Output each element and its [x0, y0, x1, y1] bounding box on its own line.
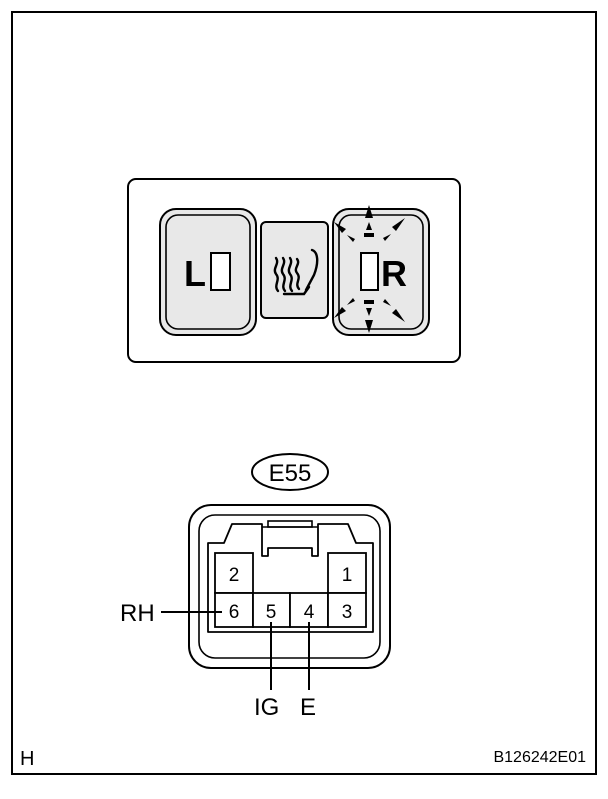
connector-id: E55 [269, 460, 312, 487]
left-seat-button: L [159, 208, 257, 336]
pin-number: 5 [266, 602, 277, 623]
seat-heater-switch-panel: L R [127, 178, 461, 363]
pin-number: 3 [342, 602, 353, 623]
pin-numbers: 2 1 6 5 4 3 [229, 565, 353, 623]
right-label: R [381, 253, 407, 294]
pin-cell-3 [327, 592, 367, 628]
e-label: E [300, 694, 316, 721]
terminal-labels: RH IG E [120, 600, 316, 721]
connector-id-oval [251, 453, 329, 491]
connector-housing-inner [198, 514, 381, 659]
pin-cell-2 [214, 552, 254, 594]
pin-number: 1 [342, 565, 353, 586]
pin-cell-6 [214, 592, 254, 628]
seat-heater-icon [273, 248, 319, 296]
terminal-leader-lines [161, 611, 310, 690]
left-label: L [184, 253, 206, 294]
indicator-lamp-icon [210, 252, 231, 291]
ig-label: IG [254, 694, 279, 721]
pin-cell-5 [252, 592, 291, 628]
connector-e55: E55 2 1 6 5 4 3 [120, 453, 391, 721]
pin-cells [214, 552, 367, 628]
right-seat-button: R [332, 205, 430, 336]
seat-heater-button [260, 221, 329, 319]
pin-number: 2 [229, 565, 240, 586]
connector-lock-tab [207, 523, 374, 633]
rh-label: RH [120, 600, 155, 627]
corner-mark: H [20, 748, 34, 770]
pin-cell-1 [327, 552, 367, 594]
pin-number: 4 [304, 602, 315, 623]
figure-border [11, 11, 597, 775]
figure-code: B126242E01 [493, 749, 586, 766]
light-rays-icon [334, 205, 405, 333]
illuminated-indicator-icon [360, 252, 379, 291]
pin-number: 6 [229, 602, 240, 623]
